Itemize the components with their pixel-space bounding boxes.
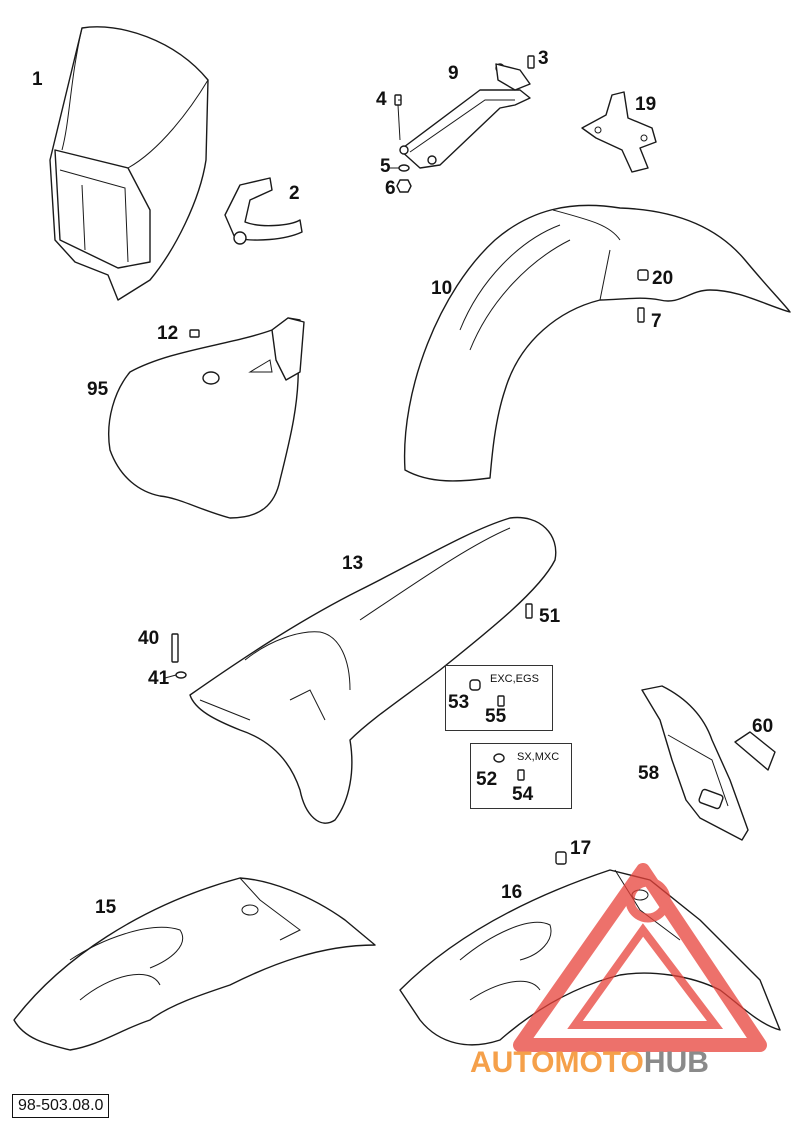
part-41-washer: [175, 671, 187, 679]
part-58-mud-flap: [641, 685, 749, 841]
callout-4: 4: [376, 89, 387, 110]
callout-55: 55: [485, 706, 507, 727]
callout-7: 7: [651, 311, 662, 332]
part-40-screw: [171, 633, 179, 663]
callout-54: 54: [512, 784, 534, 805]
callout-2: 2: [289, 183, 300, 204]
watermark-text: AUTOMOTOHUB: [470, 1046, 709, 1080]
part-54-screw: [517, 769, 525, 781]
variant-label-exc-egs: EXC,EGS: [490, 673, 539, 685]
callout-41: 41: [148, 668, 170, 689]
callout-52: 52: [476, 769, 498, 790]
part-17-nut: [555, 851, 567, 865]
part-13-rear-fender: [189, 516, 557, 824]
callout-19: 19: [635, 94, 657, 115]
callout-16: 16: [501, 882, 523, 903]
part-60-pad: [734, 731, 776, 771]
callout-1: 1: [32, 69, 43, 90]
variant-box-sx-mxc: SX,MXC: [470, 743, 572, 809]
part-95-number-plate: [108, 317, 305, 519]
leader-lines: [164, 99, 401, 679]
part-51-screw: [525, 603, 533, 619]
variant-box-exc-egs: EXC,EGS: [445, 665, 553, 731]
part-5-washer: [398, 164, 410, 172]
part-2-bracket: [224, 177, 303, 245]
part-15-side-panel: [13, 877, 376, 1051]
watermark-logo: [513, 863, 767, 1052]
variant-label-sx-mxc: SX,MXC: [517, 751, 560, 763]
callout-51: 51: [539, 606, 561, 627]
callout-15: 15: [95, 897, 117, 918]
part-3-screw: [527, 55, 535, 69]
part-52-nut: [493, 753, 505, 763]
callout-10: 10: [431, 278, 453, 299]
part-1-headlight-mask: [49, 26, 209, 301]
part-7-screw: [637, 307, 645, 323]
part-55-screw: [497, 695, 505, 707]
part-9-bracket-plate: [399, 63, 531, 169]
callout-60: 60: [752, 716, 774, 737]
watermark-text-part-b: HUB: [643, 1046, 709, 1079]
part-6-nut: [396, 179, 412, 193]
callout-40: 40: [138, 628, 160, 649]
part-53-nut: [469, 679, 481, 691]
callout-17: 17: [570, 838, 592, 859]
part-20-nut: [637, 269, 649, 281]
part-4-screw: [394, 94, 402, 141]
callout-3: 3: [538, 48, 549, 69]
part-12-screw: [189, 329, 200, 338]
callout-58: 58: [638, 763, 660, 784]
callout-95: 95: [87, 379, 109, 400]
callout-13: 13: [342, 553, 364, 574]
document-number: 98-503.08.0: [12, 1094, 110, 1118]
callout-9: 9: [448, 63, 459, 84]
callout-20: 20: [652, 268, 674, 289]
callout-5: 5: [380, 156, 391, 177]
part-10-front-fender: [403, 204, 791, 482]
callout-6: 6: [385, 178, 396, 199]
callout-53: 53: [448, 692, 470, 713]
callout-12: 12: [157, 323, 179, 344]
watermark-text-part-a: AUTOMOTO: [470, 1046, 644, 1079]
part-19-bracket: [581, 91, 657, 173]
